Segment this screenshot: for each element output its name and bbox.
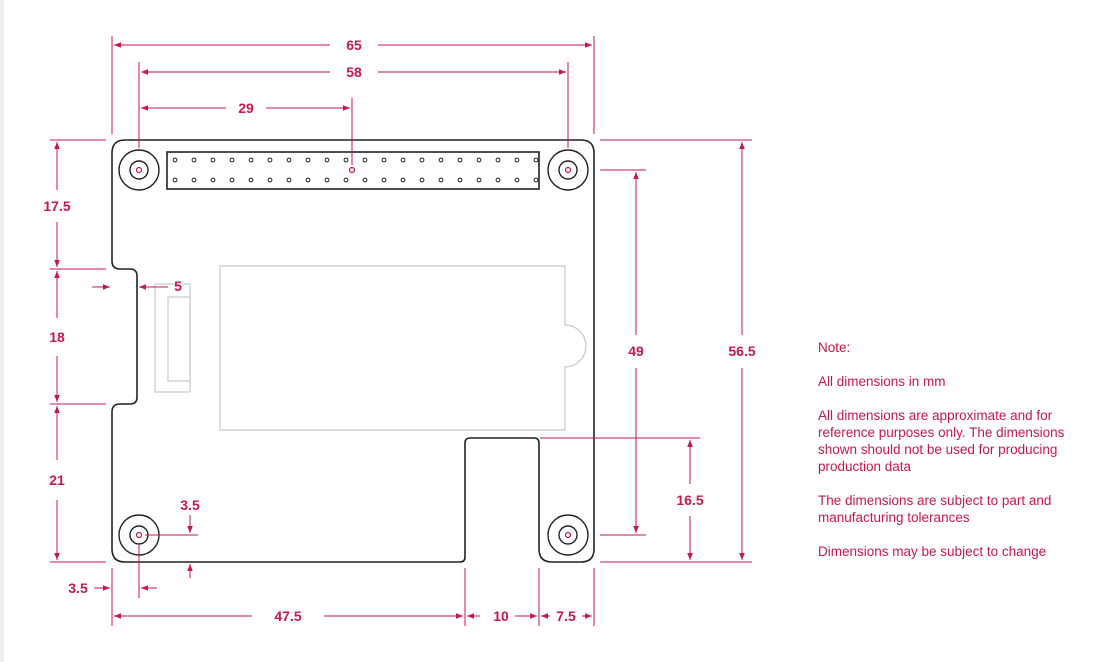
gpio-pin (324, 177, 330, 183)
board-outline (111, 139, 595, 563)
gpio-pin (381, 157, 387, 163)
note-item: Dimensions may be subject to change (818, 544, 1047, 559)
gpio-pin (533, 157, 539, 163)
header-center-marker (348, 166, 356, 174)
note-item: All dimensions are approximate and for r… (818, 408, 1065, 474)
gpio-pin (476, 177, 482, 183)
gpio-pin (438, 177, 444, 183)
battery-holder-outline (219, 265, 587, 431)
note-item: The dimensions are subject to part and m… (818, 493, 1052, 525)
gpio-pin (267, 157, 273, 163)
gpio-pin (248, 157, 254, 163)
gpio-pin (457, 157, 463, 163)
gpio-pin (343, 157, 349, 163)
gpio-pin (476, 157, 482, 163)
dim-hole-offset-y: 3.5 (180, 497, 200, 513)
notes-panel: Note: All dimensions in mm All dimension… (818, 339, 1078, 577)
dim-notch-depth: 5 (174, 278, 182, 294)
gpio-pin (495, 177, 501, 183)
dim-header-offset: 29 (238, 100, 254, 116)
dim-cutout-height: 16.5 (676, 492, 703, 508)
dim-board-width: 65 (346, 37, 362, 53)
dim-hole-to-cutout: 47.5 (274, 608, 301, 624)
gpio-pin (324, 157, 330, 163)
gpio-pin (381, 177, 387, 183)
notes-heading: Note: (818, 340, 851, 355)
gpio-pin (400, 157, 406, 163)
gpio-pin (305, 177, 311, 183)
dim-cutout-right-margin: 7.5 (556, 608, 576, 624)
gpio-pin (514, 177, 520, 183)
gpio-pin (305, 157, 311, 163)
dim-left-top: 17.5 (43, 198, 70, 214)
dim-hole-spacing-x: 58 (346, 64, 362, 80)
dimension-lines (50, 36, 752, 626)
dim-hole-offset-x: 3.5 (68, 580, 88, 596)
gpio-pin (229, 177, 235, 183)
dim-notch-height: 18 (49, 329, 65, 345)
gpio-pin (286, 157, 292, 163)
gpio-pin (248, 177, 254, 183)
dim-board-height: 56.5 (728, 343, 755, 359)
gpio-pin (210, 157, 216, 163)
mounting-hole-bottom-right (547, 514, 589, 556)
gpio-pin (438, 157, 444, 163)
side-connector-outer (154, 283, 191, 393)
gpio-pin (343, 177, 349, 183)
gpio-pin (172, 177, 178, 183)
dim-hole-vertical: 49 (628, 343, 644, 359)
gpio-pin (172, 157, 178, 163)
gpio-pin (495, 157, 501, 163)
gpio-header (166, 151, 540, 190)
dim-left-bottom: 21 (49, 472, 65, 488)
gpio-pin (191, 177, 197, 183)
side-connector-inner (167, 296, 191, 382)
dim-cutout-width: 10 (493, 608, 509, 624)
gpio-pin (514, 157, 520, 163)
gpio-pin (419, 177, 425, 183)
gpio-pin (229, 157, 235, 163)
gpio-pin (400, 177, 406, 183)
gpio-pin (267, 177, 273, 183)
gpio-pin (210, 177, 216, 183)
gpio-pin (533, 177, 539, 183)
gpio-pin (191, 157, 197, 163)
gpio-pin (286, 177, 292, 183)
gpio-pin (362, 157, 368, 163)
mounting-hole-top-right (547, 149, 589, 191)
gpio-pin (457, 177, 463, 183)
gpio-pin (419, 157, 425, 163)
gpio-pin (362, 177, 368, 183)
note-item: All dimensions in mm (818, 374, 946, 389)
mounting-hole-top-left (118, 149, 160, 191)
